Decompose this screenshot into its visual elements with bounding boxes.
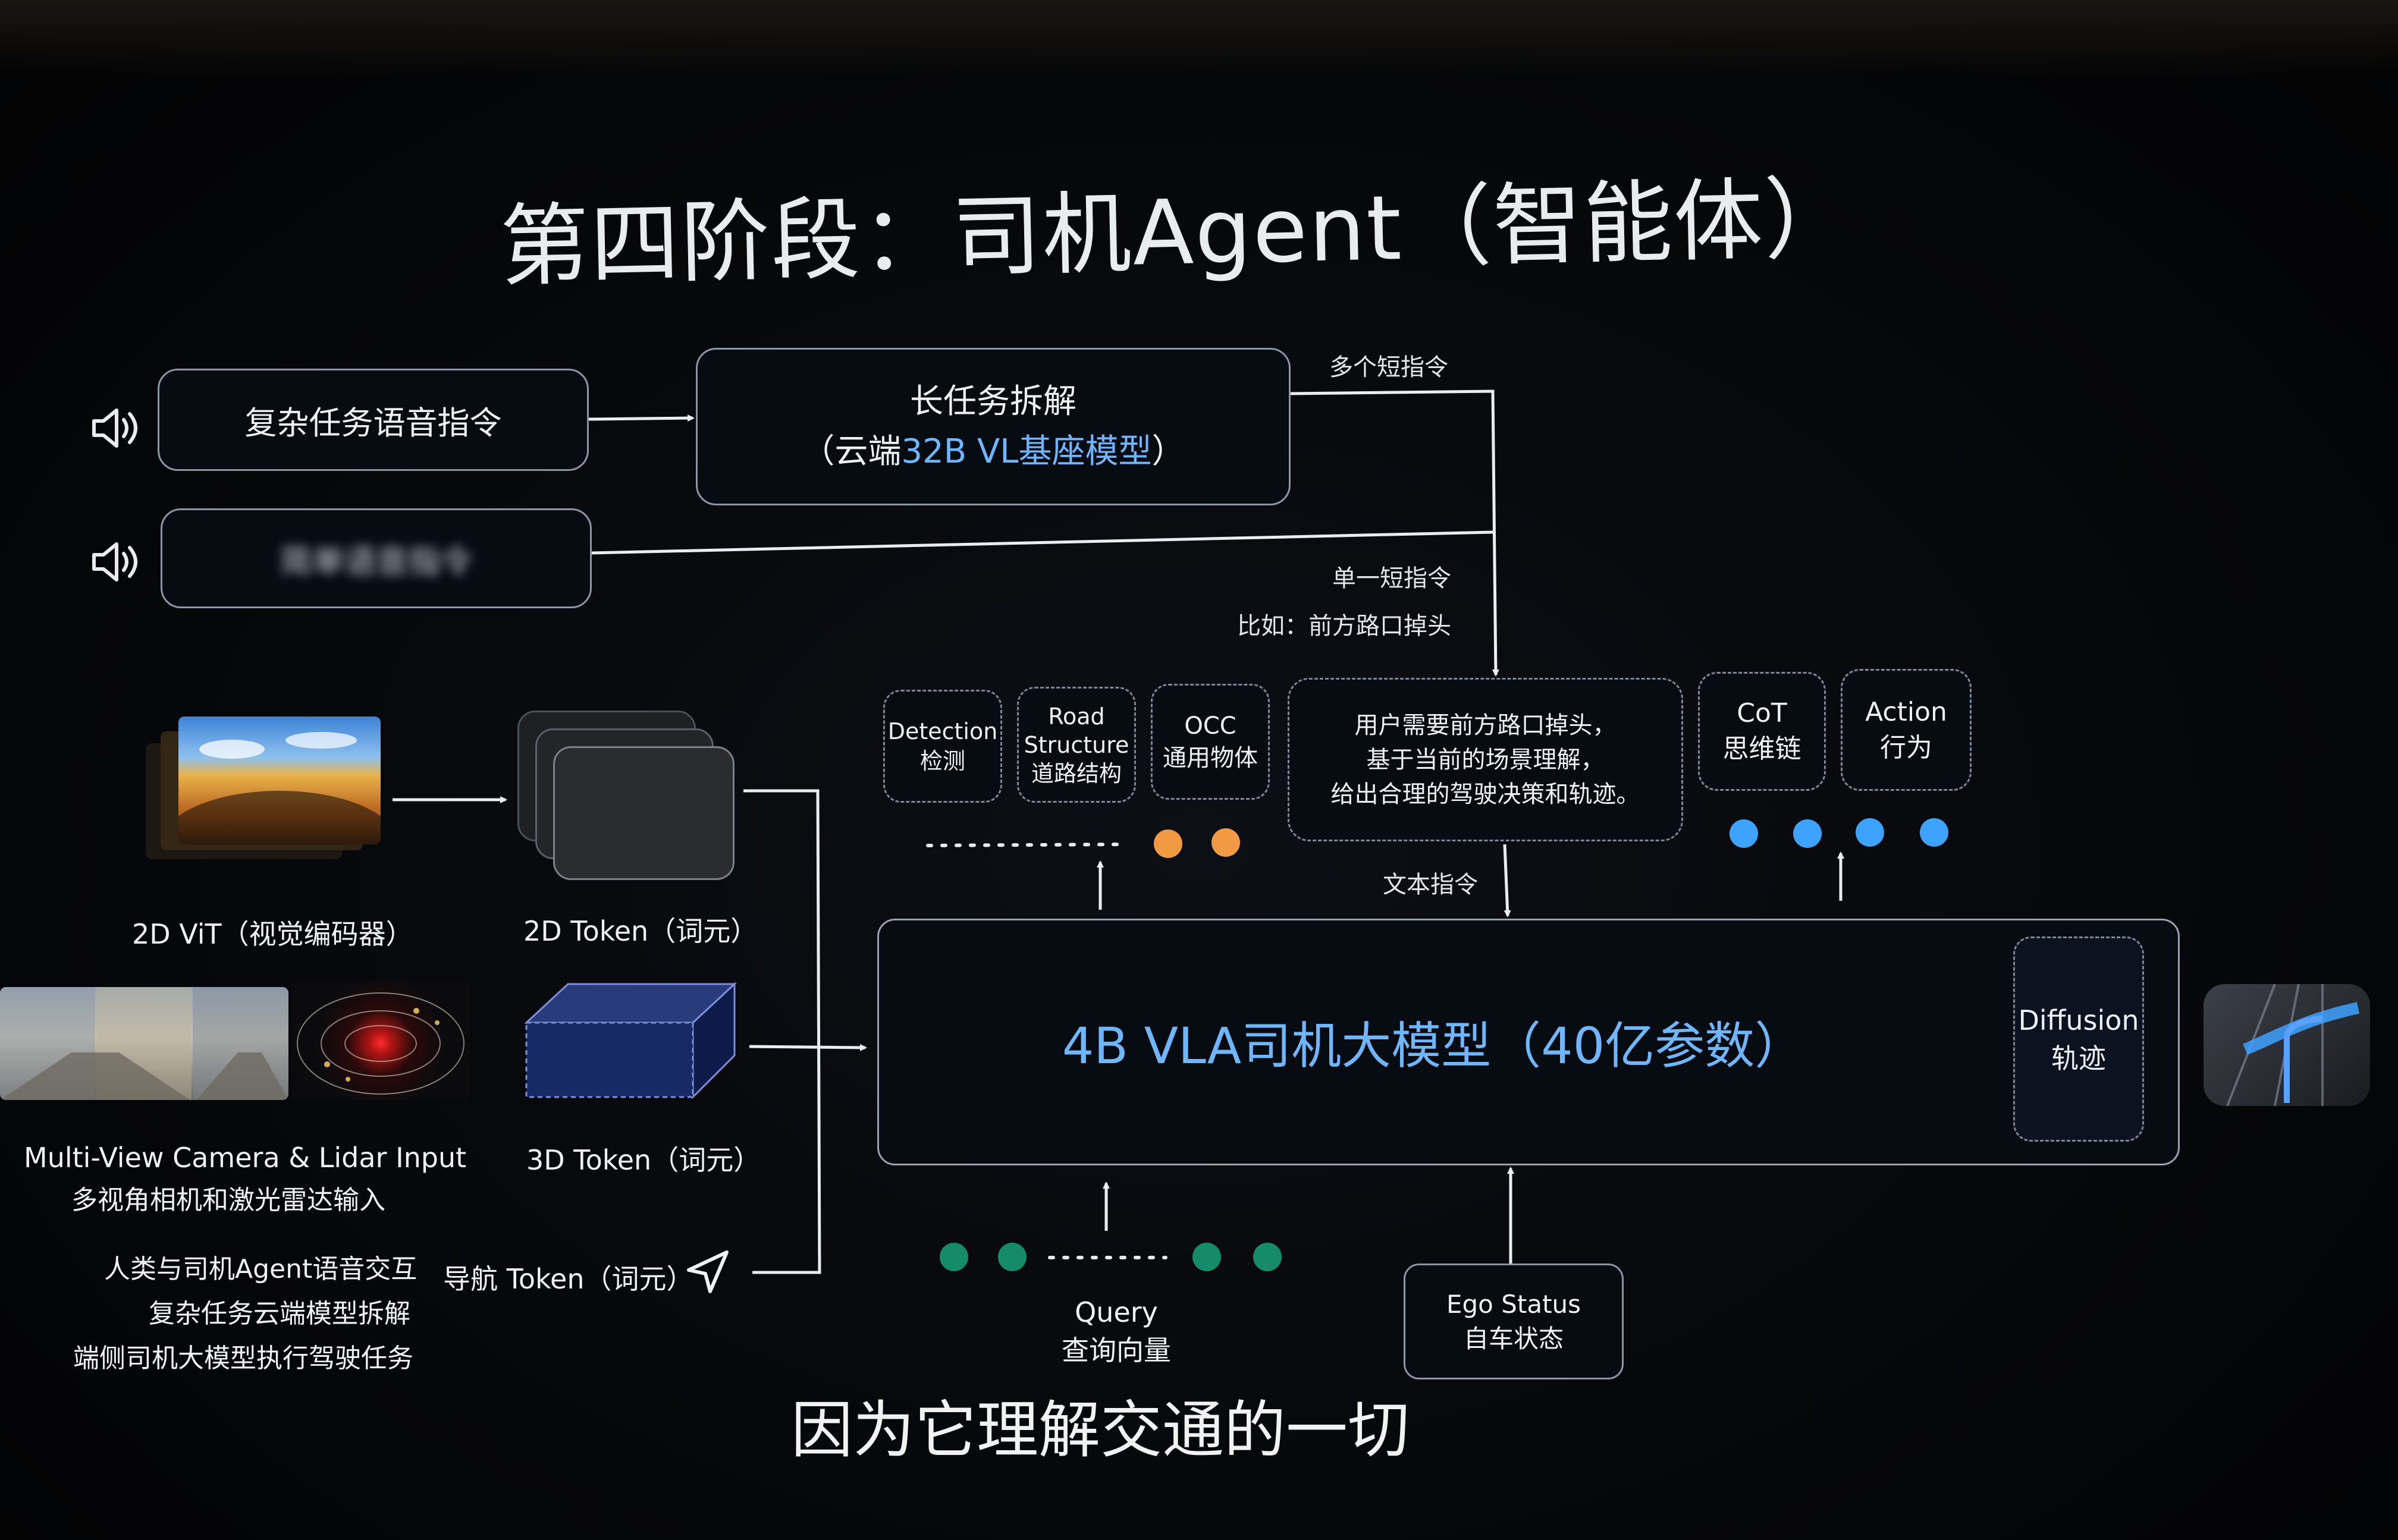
lidar-points [297, 992, 464, 1095]
navigation-arrow-icon [687, 1250, 729, 1293]
2d-vit-label: 2D ViT（视觉编码器） [132, 918, 413, 950]
top-shade [0, 0, 2398, 77]
2d-token-card-front [553, 746, 735, 880]
query-token-dot [1192, 1243, 1221, 1271]
cot-token-dot [1730, 819, 1758, 848]
action-token-dot [1856, 818, 1884, 847]
example-instruction-label: 比如：前方路口掉头 [1237, 612, 1451, 640]
cloud-line2: （云端32B VL基座模型） [801, 432, 1185, 471]
speaker-icon [92, 542, 137, 582]
lidar-point-cloud-image [291, 981, 470, 1100]
road-structure-box: Road Structure 道路结构 [1017, 687, 1136, 803]
detection-box: Detection 检测 [883, 690, 1002, 803]
note-edge-execution: 端侧司机大模型执行驾驶任务 [73, 1343, 413, 1374]
fisheye-scene [178, 732, 381, 844]
query-token-dot [998, 1243, 1027, 1271]
diffusion-trajectory-box: Diffusion 轨迹 [2013, 936, 2144, 1142]
cloud-task-decomposition-box: 长任务拆解 （云端32B VL基座模型） [696, 348, 1291, 505]
trajectory-map-thumbnail [2204, 984, 2370, 1106]
vla-driver-model-box: 4B VLA司机大模型（40亿参数） [877, 919, 2180, 1165]
query-label: Query 查询向量 [1062, 1296, 1171, 1366]
text-instruction-label: 文本指令 [1383, 871, 1478, 898]
complex-voice-instruction-box: 复杂任务语音指令 [158, 369, 589, 471]
speaker-icon [92, 408, 137, 448]
cloud-model-name: 32B VL基座模型 [901, 432, 1152, 471]
subtitle-caption: 因为它理解交通的一切 [791, 1394, 1410, 1466]
action-token-dot [1920, 818, 1948, 847]
3d-token-label: 3D Token（词元） [526, 1144, 761, 1176]
street-views [0, 987, 288, 1100]
2d-token-label: 2D Token（词元） [523, 915, 758, 947]
single-short-instruction-label: 单一短指令 [1332, 565, 1451, 592]
note-voice-interaction: 人类与司机Agent语音交互 [104, 1254, 418, 1284]
camera-lidar-label-zh: 多视角相机和激光雷达输入 [71, 1185, 385, 1215]
multi-view-camera-image [0, 987, 288, 1100]
vla-model-label: 4B VLA司机大模型（40亿参数） [1062, 1017, 1805, 1075]
complex-voice-label: 复杂任务语音指令 [244, 404, 502, 442]
simple-voice-instruction-box: 简单语音指令 [161, 508, 592, 608]
2d-vit-image [178, 716, 381, 844]
cloud-line1: 长任务拆解 [910, 382, 1076, 421]
simple-voice-label: 简单语音指令 [280, 542, 473, 580]
occ-box: OCC 通用物体 [1151, 684, 1270, 800]
nav-token-label: 导航 Token（词元） [443, 1263, 694, 1295]
cot-box: CoT 思维链 [1698, 672, 1826, 791]
action-box: Action 行为 [1841, 669, 1972, 791]
map-lanes [2226, 984, 2360, 1106]
occ-token-dot [1211, 828, 1240, 857]
occ-token-dot [1154, 829, 1182, 858]
cot-token-dot [1793, 819, 1822, 848]
3d-token-cube [524, 982, 737, 1099]
note-cloud-decomposition: 复杂任务云端模型拆解 [149, 1299, 410, 1329]
query-token-dot [940, 1243, 968, 1271]
multi-short-instructions-label: 多个短指令 [1329, 354, 1448, 381]
reasoning-output-box: 用户需要前方路口掉头， 基于当前的场景理解， 给出合理的驾驶决策和轨迹。 [1288, 678, 1683, 841]
camera-lidar-label-en: Multi-View Camera & Lidar Input [24, 1142, 467, 1174]
query-token-dot [1253, 1243, 1282, 1271]
ego-status-box: Ego Status 自车状态 [1404, 1264, 1624, 1379]
